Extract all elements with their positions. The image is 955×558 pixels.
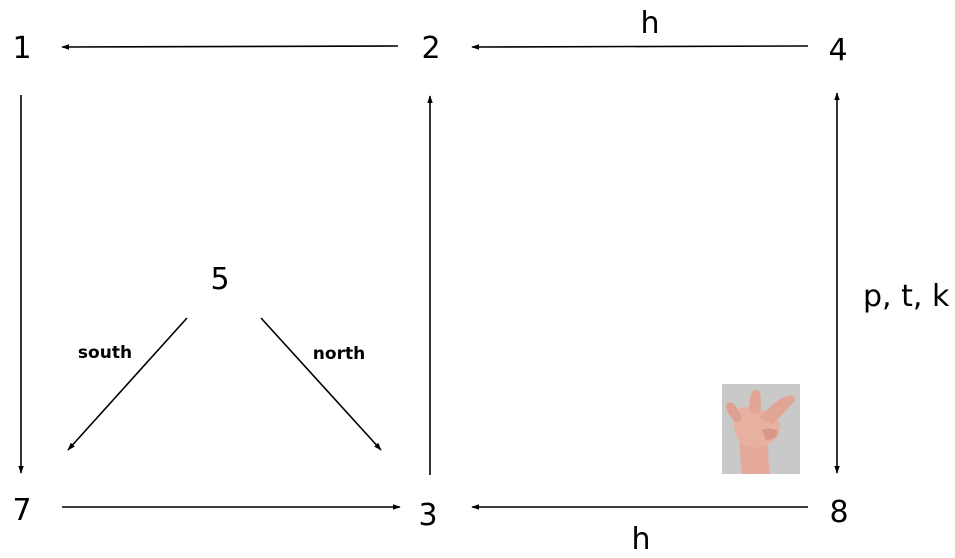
hand-gesture-photo: [722, 384, 800, 474]
edge-5-to-7-south: [67, 317, 188, 451]
edge-label-h-bottom: h: [631, 522, 650, 557]
edge-4-to-2: [471, 44, 809, 50]
node-7: 7: [12, 493, 31, 528]
node-5: 5: [210, 262, 229, 297]
edge-label-south: south: [78, 343, 132, 363]
node-2: 2: [421, 31, 440, 66]
edge-2-to-1: [61, 44, 399, 50]
node-8: 8: [829, 495, 848, 530]
edge-label-ptk: p, t, k: [863, 279, 950, 314]
node-1: 1: [12, 31, 31, 66]
edge-5-to-3-north: [260, 317, 382, 451]
edge-label-north: north: [313, 344, 365, 364]
node-4: 4: [828, 33, 847, 68]
node-3: 3: [418, 498, 437, 533]
edge-label-h-top: h: [640, 6, 659, 41]
